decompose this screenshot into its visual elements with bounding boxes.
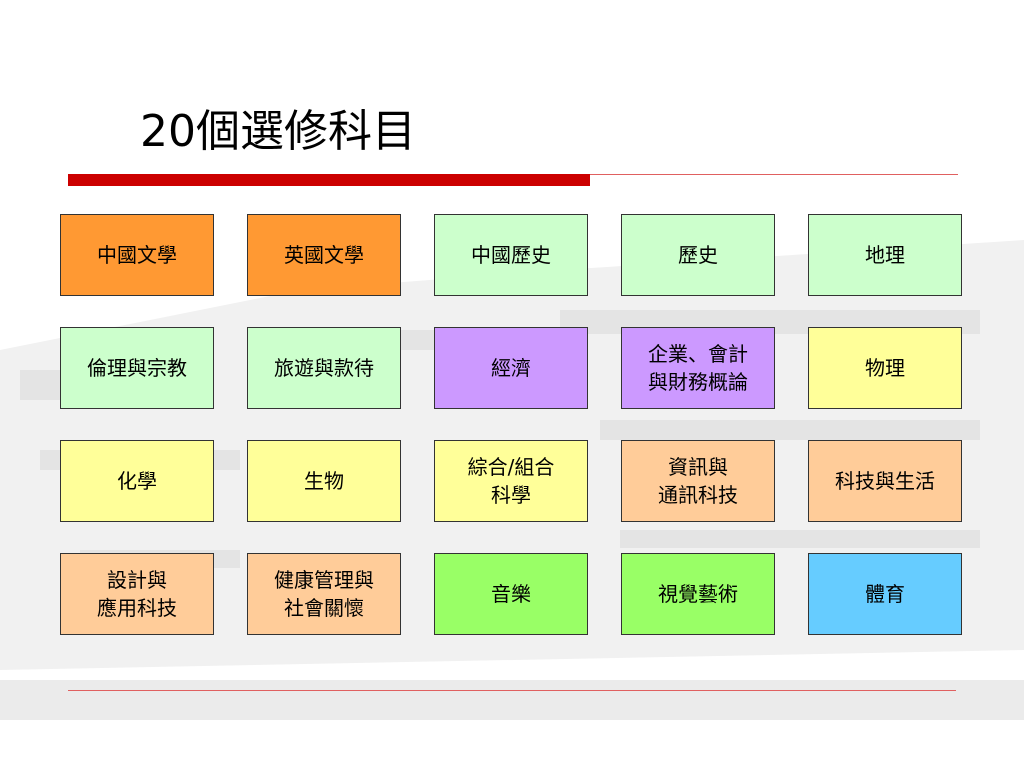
subject-tile: 生物 [247, 440, 401, 522]
subject-tile: 資訊與 通訊科技 [621, 440, 775, 522]
footer-divider [68, 690, 956, 691]
subject-tile: 化學 [60, 440, 214, 522]
subject-tile: 視覺藝術 [621, 553, 775, 635]
subject-tile: 經濟 [434, 327, 588, 409]
subject-tile: 中國文學 [60, 214, 214, 296]
subject-tile: 英國文學 [247, 214, 401, 296]
subject-tile: 健康管理與 社會關懷 [247, 553, 401, 635]
subject-tile: 倫理與宗教 [60, 327, 214, 409]
subject-tile: 科技與生活 [808, 440, 962, 522]
title-accent-line [590, 174, 958, 175]
subject-tile: 體育 [808, 553, 962, 635]
subject-grid: 中國文學 英國文學 中國歷史 歷史 地理 倫理與宗教 旅遊與款待 經濟 企業、會… [60, 214, 962, 635]
title-accent-bar [68, 174, 590, 186]
subject-tile: 歷史 [621, 214, 775, 296]
subject-tile: 設計與 應用科技 [60, 553, 214, 635]
subject-tile: 旅遊與款待 [247, 327, 401, 409]
subject-tile: 物理 [808, 327, 962, 409]
subject-tile: 中國歷史 [434, 214, 588, 296]
subject-tile: 音樂 [434, 553, 588, 635]
slide-title: 20個選修科目 [140, 106, 416, 157]
subject-tile: 地理 [808, 214, 962, 296]
subject-tile: 企業、會計 與財務概論 [621, 327, 775, 409]
subject-tile: 綜合/組合 科學 [434, 440, 588, 522]
